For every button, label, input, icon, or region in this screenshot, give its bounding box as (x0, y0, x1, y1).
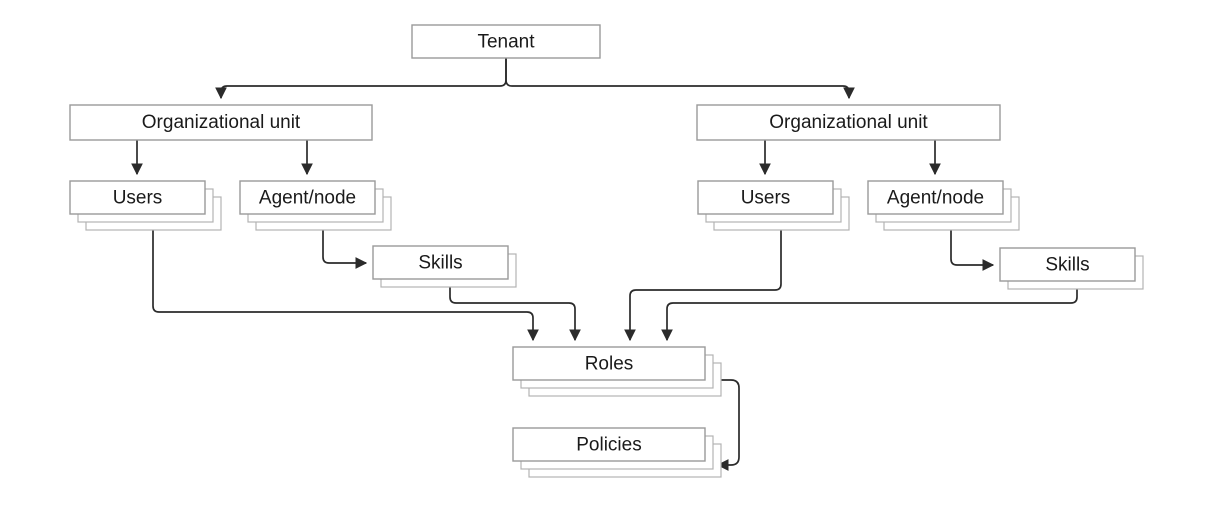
node-users-right[interactable]: Users (697, 180, 850, 231)
node-agent-right[interactable]: Agent/node (867, 180, 1020, 231)
node-agent-left[interactable]: Agent/node (239, 180, 392, 231)
node-ou-left-label: Organizational unit (142, 112, 301, 133)
node-roles[interactable]: Roles (512, 346, 722, 397)
node-roles-box (512, 346, 706, 381)
node-skills-left[interactable]: Skills (372, 245, 517, 288)
edge-layer (131, 58, 1078, 471)
node-ou-right-label: Organizational unit (769, 112, 928, 133)
edge-agent-right-to-skills-right (950, 230, 995, 271)
node-policies-box (512, 427, 706, 462)
node-skills-right[interactable]: Skills (999, 247, 1144, 290)
node-tenant-box (411, 24, 601, 59)
node-ou-right-box (696, 104, 1001, 141)
node-roles-label: Roles (585, 354, 634, 375)
edge-tenant-to-ou-left (215, 58, 507, 100)
node-users-right-box (697, 180, 834, 215)
node-agent-right-box (867, 180, 1004, 215)
node-policies[interactable]: Policies (512, 427, 722, 478)
edge-users-right-to-roles (624, 230, 782, 342)
node-users-right-label: Users (741, 188, 791, 209)
edge-skills-right-to-roles (661, 289, 1078, 342)
node-skills-right-label: Skills (1045, 255, 1089, 276)
edge-tenant-to-ou-right (505, 58, 855, 100)
node-skills-left-label: Skills (418, 253, 462, 274)
edge-roles-to-policies (716, 379, 740, 471)
node-ou-left[interactable]: Organizational unit (69, 104, 373, 141)
node-policies-label: Policies (576, 435, 641, 456)
node-ou-right[interactable]: Organizational unit (696, 104, 1001, 141)
edge-skills-left-to-roles (449, 287, 581, 342)
node-skills-right-box (999, 247, 1136, 282)
edge-users-left-to-roles (152, 230, 539, 342)
node-agent-left-box (239, 180, 376, 215)
node-tenant-label: Tenant (477, 32, 535, 53)
node-users-left-label: Users (113, 188, 163, 209)
node-tenant[interactable]: Tenant (411, 24, 601, 59)
node-skills-left-box (372, 245, 509, 280)
node-users-left-box (69, 180, 206, 215)
node-ou-left-box (69, 104, 373, 141)
edge-agent-left-to-skills-left (322, 230, 368, 269)
node-users-left[interactable]: Users (69, 180, 222, 231)
node-agent-right-label: Agent/node (887, 188, 984, 209)
node-agent-left-label: Agent/node (259, 188, 356, 209)
